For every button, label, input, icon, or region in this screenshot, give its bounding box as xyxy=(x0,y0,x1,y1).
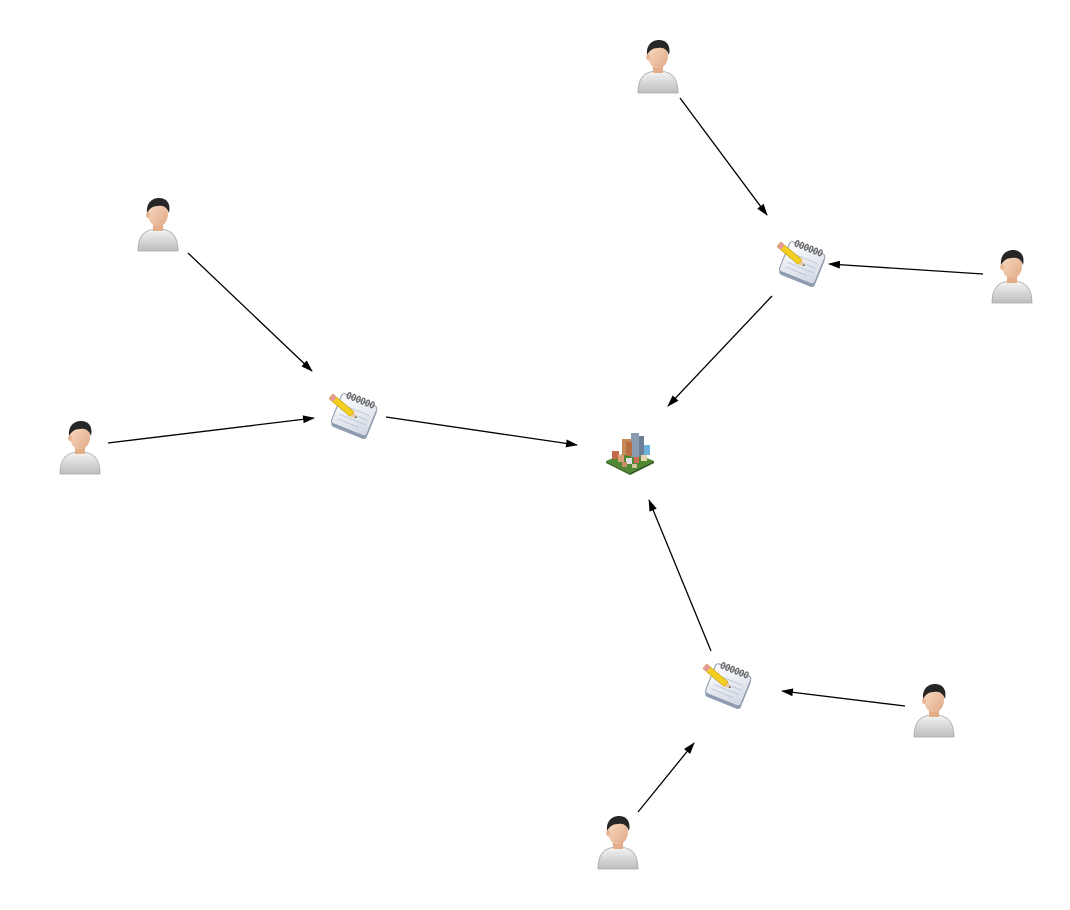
notepad-bottom-right-notepad-pencil-icon xyxy=(702,660,755,711)
edge-notepad-bottom-right-to-city-center xyxy=(648,499,712,652)
person-bottom-user-icon xyxy=(597,815,639,870)
edge-person-lower-right-to-notepad-bottom-right xyxy=(781,688,906,707)
edge-notepad-left-to-city-center xyxy=(385,416,578,448)
person-top-user-icon xyxy=(637,39,679,94)
notepad-left-notepad-pencil-icon xyxy=(328,390,381,441)
edge-person-top-to-notepad-top-right xyxy=(679,97,768,216)
edge-person-top-left-to-notepad-left xyxy=(187,252,313,372)
person-mid-left-user-icon xyxy=(59,420,101,475)
person-right-user-icon xyxy=(991,249,1033,304)
edges-layer xyxy=(107,97,984,813)
person-lower-right-user-icon xyxy=(913,683,955,738)
notepad-top-right-notepad-pencil-icon xyxy=(776,238,829,289)
city-center-city-buildings-icon xyxy=(606,433,654,475)
edge-notepad-top-right-to-city-center xyxy=(667,295,773,407)
edge-person-bottom-to-notepad-bottom-right xyxy=(637,742,695,813)
person-top-left-user-icon xyxy=(137,197,179,252)
edge-person-right-to-notepad-top-right xyxy=(828,260,984,275)
nodes-layer xyxy=(59,39,1033,870)
edge-person-mid-left-to-notepad-left xyxy=(107,415,315,444)
